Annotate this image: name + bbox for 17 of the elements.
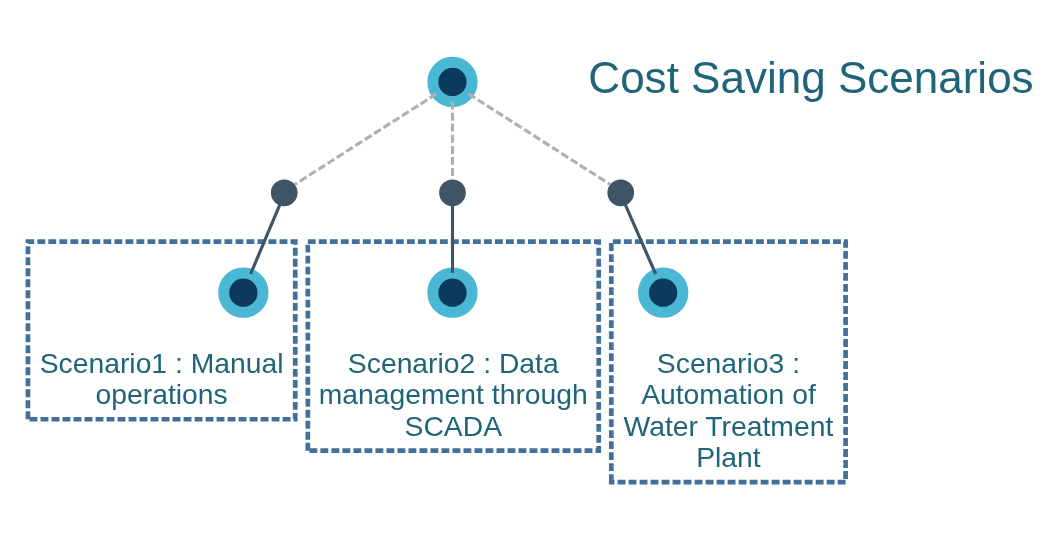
node-circle — [638, 267, 689, 318]
node-circle — [218, 267, 269, 318]
connector — [293, 92, 438, 186]
node-circle — [439, 179, 466, 207]
node-label: Cost Saving Scenarios — [588, 52, 1034, 102]
node-circle — [607, 179, 635, 207]
cluster: Scenario1 : Manual operations — [25, 239, 298, 422]
connector — [450, 205, 455, 273]
cluster: Scenario2 : Data management through SCADA — [305, 239, 602, 454]
node-circle — [427, 267, 478, 318]
connector — [623, 204, 658, 275]
cluster: Scenario3 : Automation of Water Treatment Plant — [608, 239, 848, 485]
node-circle — [427, 56, 478, 108]
connector — [450, 101, 455, 180]
connector — [249, 204, 282, 275]
connector — [467, 92, 612, 186]
node-circle — [270, 179, 298, 207]
